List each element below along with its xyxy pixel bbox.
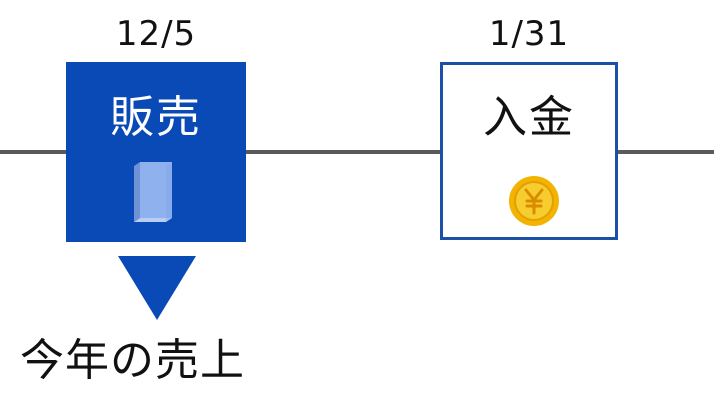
event-date-sales: 12/5	[115, 14, 197, 54]
sales-caption: 今年の売上	[20, 335, 245, 386]
event-title-sales: 販売	[110, 92, 202, 143]
event-box-payment: 入金	[440, 62, 618, 240]
yen-coin-icon	[509, 176, 559, 226]
book-icon	[134, 162, 172, 222]
event-box-sales: 販売	[66, 62, 246, 242]
timeline-line	[0, 150, 714, 154]
event-title-payment: 入金	[483, 92, 575, 143]
event-date-payment: 1/31	[488, 14, 570, 54]
pointer-arrow	[118, 256, 196, 320]
